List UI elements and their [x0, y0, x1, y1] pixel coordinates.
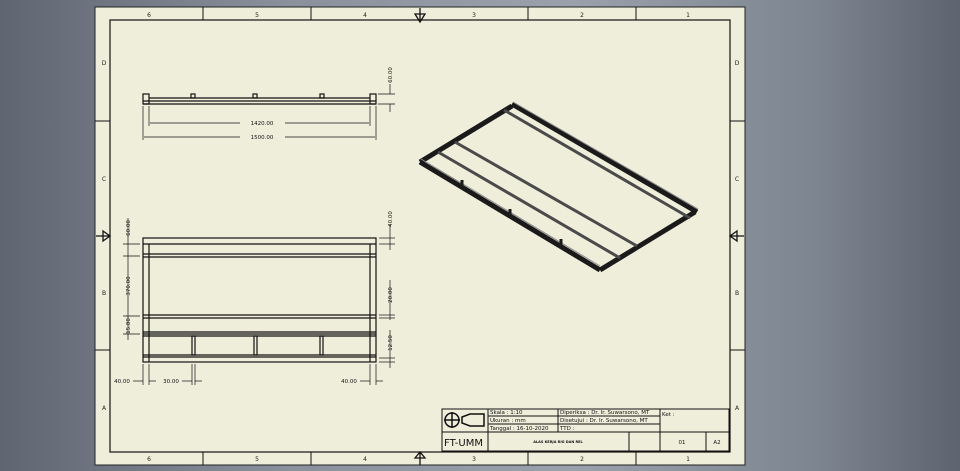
isometric-view — [418, 101, 699, 273]
zone-row-c-right: C — [735, 176, 739, 183]
sheet-number: 01 — [679, 440, 686, 446]
paper-size: A2 — [713, 440, 720, 446]
dim-left-60: 60.00 — [126, 220, 132, 236]
zone-row-a: A — [102, 405, 107, 412]
dim-right-12-50: 12.50 — [388, 335, 394, 351]
top-view — [142, 84, 395, 140]
date-field: Tanggal : 16-10-2020 — [489, 426, 549, 432]
title-block — [441, 408, 730, 452]
ft-umm-logo-icon — [444, 412, 485, 428]
dim-right-40: 40.00 — [388, 211, 394, 227]
zone-ticks — [95, 7, 745, 465]
checked-by-field: Diperiksa : Dr. Ir. Suwarsono, MT — [560, 410, 650, 416]
dim-bottom-right-40: 40.00 — [341, 379, 357, 385]
zone-col-4-bottom: 4 — [363, 456, 367, 463]
zone-col-6-bottom: 6 — [147, 456, 151, 463]
signature-field: TTD : — [559, 426, 575, 432]
dim-left-370: 370.00 — [126, 276, 132, 296]
zone-col-6: 6 — [147, 12, 151, 19]
dim-1420: 1420.00 — [251, 121, 274, 127]
dim-left-15-80: 15.80 — [126, 318, 132, 334]
zone-col-2: 2 — [580, 12, 584, 19]
zone-col-2-bottom: 2 — [580, 456, 584, 463]
zone-row-c: C — [102, 176, 106, 183]
front-view — [123, 218, 395, 385]
drawing-sheet — [94, 6, 746, 466]
zone-col-4: 4 — [363, 12, 367, 19]
org-name: FT-UMM — [444, 438, 483, 449]
dim-right-20: 20.00 — [388, 287, 394, 303]
dim-1500: 1500.00 — [251, 135, 274, 141]
dim-bottom-30: 30.00 — [163, 379, 179, 385]
zone-col-5-bottom: 5 — [255, 456, 259, 463]
dim-bottom-left-40: 40.00 — [114, 379, 130, 385]
zone-col-1: 1 — [686, 12, 690, 19]
zone-row-d: D — [102, 60, 107, 67]
zone-col-1-bottom: 1 — [686, 456, 690, 463]
zone-row-b: B — [102, 290, 106, 297]
zone-row-d-right: D — [735, 60, 740, 67]
zone-col-5: 5 — [255, 12, 259, 19]
zone-col-3-bottom: 3 — [472, 456, 476, 463]
zone-col-3: 3 — [472, 12, 476, 19]
zone-row-b-right: B — [735, 290, 739, 297]
scale-field: Skala : 1:10 — [490, 410, 523, 416]
centering-arrows — [96, 8, 744, 465]
drawing-title: ALAS KERJA RIG DAN REL — [533, 440, 583, 444]
zone-row-a-right: A — [735, 405, 740, 412]
remarks-field: Ket : — [662, 412, 675, 418]
dim-top-height: 60.00 — [388, 67, 394, 83]
unit-field: Ukuran : mm — [490, 418, 526, 424]
approved-by-field: Disetujui : Dr. Ir. Suwarsono, MT — [560, 418, 648, 424]
